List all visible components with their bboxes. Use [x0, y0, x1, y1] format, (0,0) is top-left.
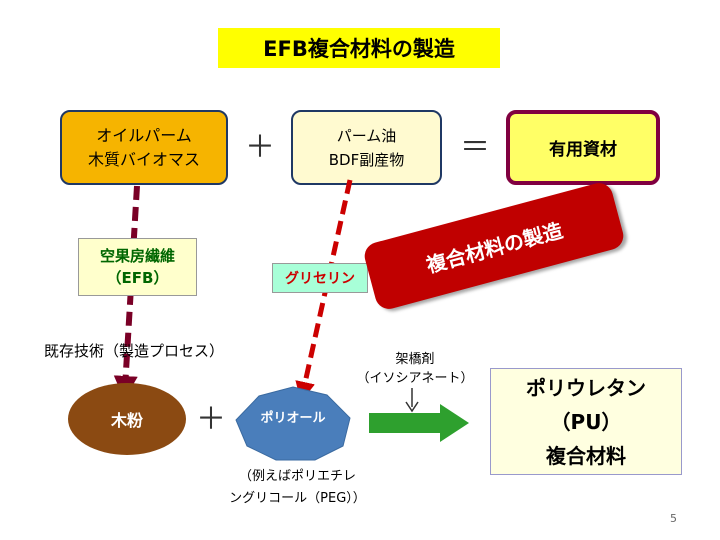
pu-line3: 複合材料 — [546, 443, 626, 468]
palm-oil-line2: BDF副産物 — [328, 150, 405, 169]
palm-oil-box: パーム油 BDF副産物 — [291, 110, 442, 185]
pu-line1: ポリウレタン — [526, 375, 646, 400]
useful-material-label: 有用資材 — [549, 140, 617, 160]
oil-palm-line1: オイルパーム — [96, 125, 192, 145]
wood-powder-label: 木粉 — [110, 411, 143, 430]
efb-line2: （EFB） — [106, 269, 169, 287]
crosslinker-label: 架橋剤 （イソシアネート） — [340, 350, 490, 388]
page-number: 5 — [670, 512, 677, 525]
oil-palm-box: オイルパーム 木質バイオマス — [60, 110, 228, 185]
wood-powder-shape — [68, 383, 186, 455]
efb-line1: 空果房繊維 — [99, 247, 175, 265]
page-title: EFB複合材料の製造 — [218, 28, 500, 68]
crosslinker-line1: 架橋剤 — [395, 352, 435, 367]
peg-note-line2: ングリコール（PEG）） — [229, 491, 366, 506]
crosslinker-arrowhead — [405, 401, 419, 413]
crosslinker-line2: （イソシアネート） — [356, 371, 474, 386]
palm-oil-line1: パーム油 — [336, 126, 397, 145]
peg-note-line1: （例えばポリエチレ — [238, 469, 356, 484]
plus-sign-bottom: ＋ — [196, 402, 226, 437]
dashed-arrow-oilpalm-to-wood — [113, 185, 140, 400]
efb-box: 空果房繊維 （EFB） — [78, 238, 197, 296]
glycerin-label: グリセリン — [285, 271, 355, 287]
equals-sign: ＝ — [460, 130, 490, 165]
pu-line2: （PU） — [550, 409, 622, 434]
pu-composite-box: ポリウレタン （PU） 複合材料 — [490, 368, 682, 475]
polyol-label: ポリオール — [260, 410, 326, 426]
plus-sign-top: ＋ — [245, 130, 275, 165]
oil-palm-line2: 木質バイオマス — [87, 149, 200, 169]
existing-tech-label: 既存技術（製造プロセス） — [44, 342, 225, 360]
peg-note: （例えばポリエチレ ングリコール（PEG）） — [205, 466, 390, 510]
polyol-shape — [235, 386, 351, 461]
green-block-arrow — [369, 404, 469, 442]
useful-material-box: 有用資材 — [506, 110, 660, 185]
glycerin-box: グリセリン — [272, 263, 368, 293]
